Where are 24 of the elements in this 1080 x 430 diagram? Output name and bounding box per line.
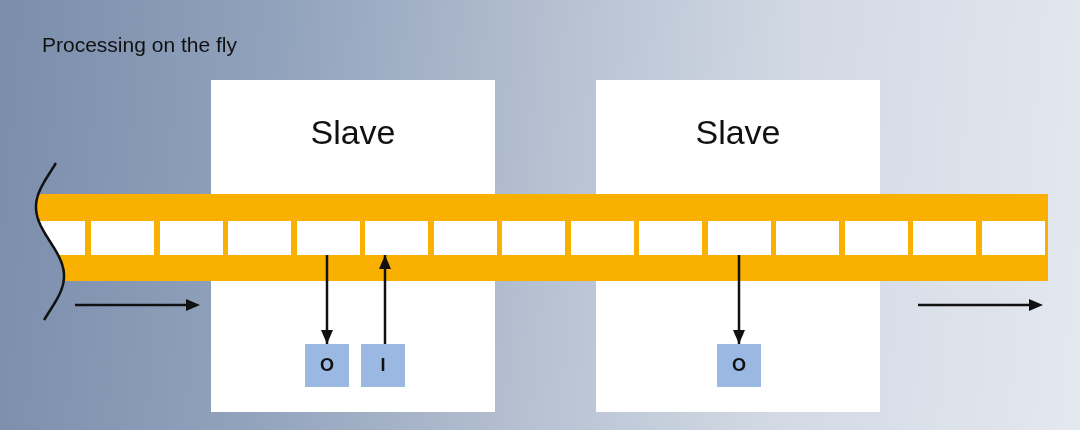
frame-slot xyxy=(502,221,565,255)
arrow xyxy=(321,255,333,344)
frame-slot xyxy=(981,221,1045,255)
frame-slot xyxy=(91,221,154,255)
frame-slot xyxy=(639,221,702,255)
frame-slot xyxy=(365,221,428,255)
frame-slot xyxy=(570,221,634,255)
frame-slot xyxy=(159,221,223,255)
frame-slot xyxy=(296,221,360,255)
frame-slot xyxy=(844,221,908,255)
frame-slot xyxy=(228,221,291,255)
frame-slot xyxy=(433,221,497,255)
frame-slot xyxy=(707,221,771,255)
arrow xyxy=(379,255,391,344)
frame-slot xyxy=(913,221,976,255)
input-tile: I xyxy=(361,344,405,387)
output-tile: O xyxy=(717,344,761,387)
diagram-title: Processing on the fly xyxy=(42,33,237,57)
frame-slot xyxy=(38,221,85,255)
slave-label: Slave xyxy=(695,112,781,152)
slave-label: Slave xyxy=(310,112,396,152)
frame-slot xyxy=(776,221,839,255)
arrow xyxy=(733,255,745,344)
output-tile: O xyxy=(305,344,349,387)
